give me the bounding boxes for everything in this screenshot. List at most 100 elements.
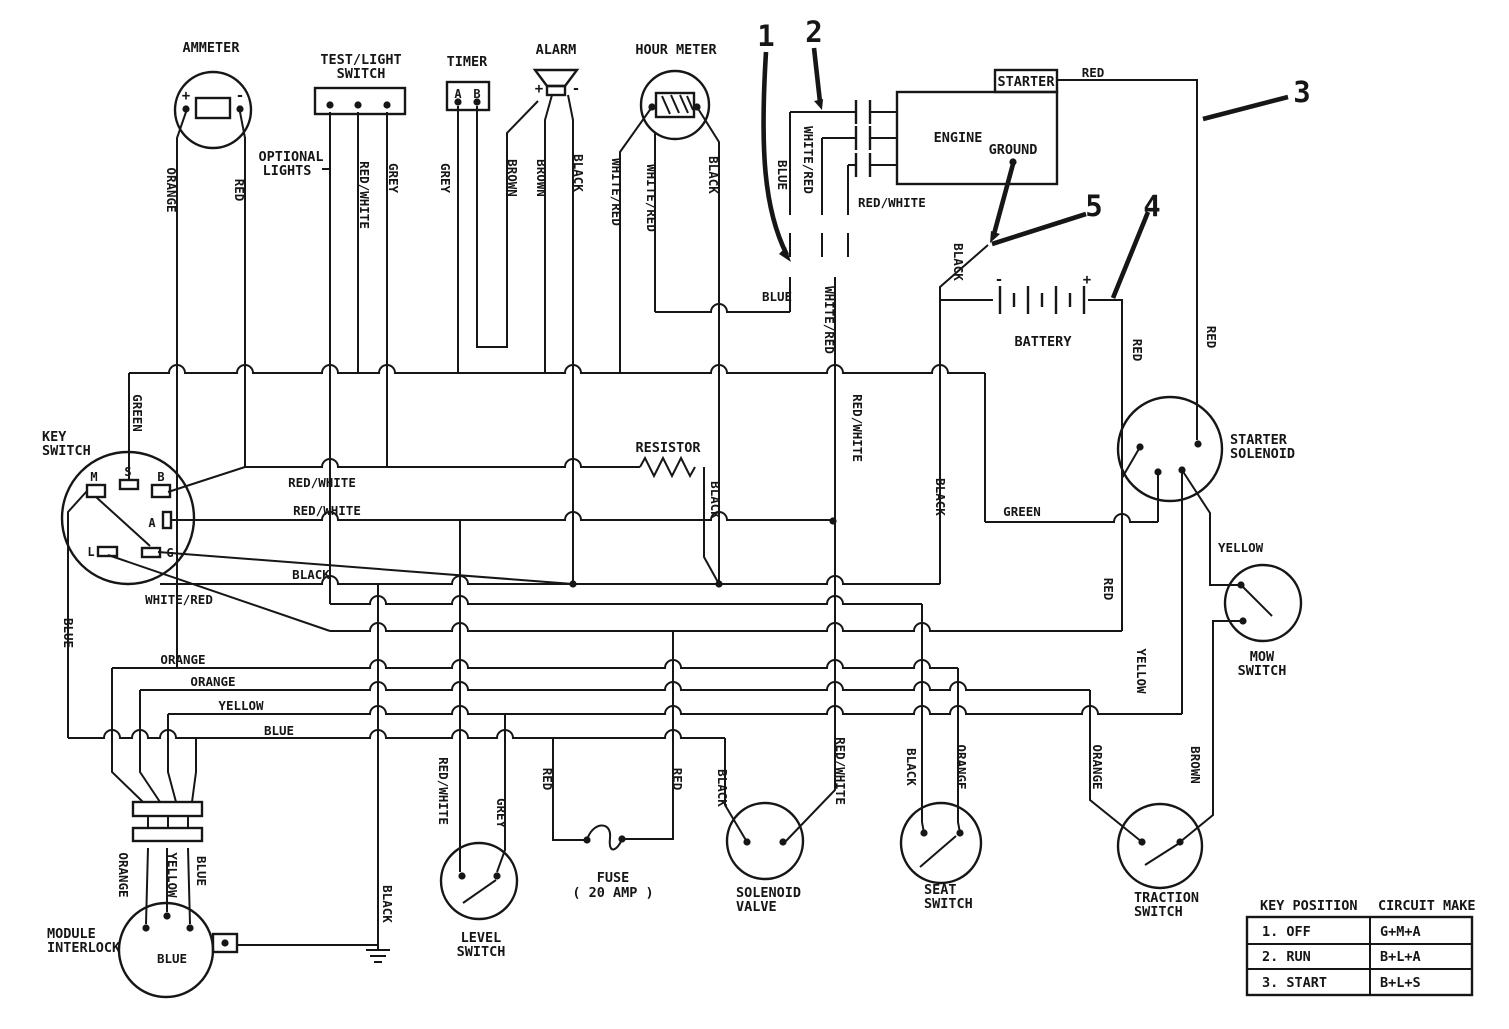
wire-label: BLUE [264,723,294,738]
wire-segment [168,705,1182,715]
resistor-symbol [639,455,696,479]
test-light-switch-symbol [313,86,407,116]
wire-segment [330,622,1122,632]
solenoid-valve-title: SOLENOID [736,885,801,901]
wire-label: BROWN [534,159,549,197]
key-terminal-g: G [166,546,173,560]
ammeter-title: AMMETER [183,40,241,56]
wire-segment [139,690,161,803]
table-col2-header: CIRCUIT MAKE [1378,898,1476,914]
terminal-dot [163,912,171,920]
level-switch-title: LEVEL [461,930,502,946]
wire-segment [619,106,653,373]
module-interlock-title: MODULE [47,926,96,942]
wire-label: GREEN [130,394,145,432]
callout-leaders [761,47,1289,299]
table-cell: B+L+A [1380,949,1421,965]
alarm-title: ALARM [536,42,577,58]
wire-segment [112,659,958,669]
wire-label: GREY [438,163,453,194]
wire-label: RED [1082,65,1105,80]
wire-label: BLUE [762,289,792,304]
terminal-dot [1176,838,1184,846]
terminal-dot [1138,838,1146,846]
wire-segment [191,738,197,803]
component-titles: AMMETER TEST/LIGHT SWITCH OPTIONAL LIGHT… [42,40,1295,960]
wire-segment [1088,299,1123,631]
terminal-dot [1239,617,1247,625]
wire-segment [167,714,177,803]
terminal-dot [1154,468,1162,476]
key-terminal-l: L [87,545,94,559]
optional-lights-label2: LIGHTS [263,163,312,179]
wire-segment [95,496,151,547]
terminal-dot [454,98,462,106]
level-switch-symbol [439,841,519,921]
timer-terminal-b: B [473,87,480,101]
wire-label: BLACK [715,769,730,807]
wire-segment [111,668,144,803]
terminal-dot [1237,581,1245,589]
terminal-dot [473,98,481,106]
ground-label: GROUND [989,142,1038,158]
wire-label: YELLOW [1134,648,1149,694]
mow-switch-title: MOW [1250,649,1275,665]
terminal-dot [1178,466,1186,474]
wire-label: RED/WHITE [357,161,372,229]
terminal-dot [956,829,964,837]
junction-dots [142,98,1247,947]
terminal-dot [569,580,577,588]
table-cell: 1. OFF [1262,924,1311,940]
wire-label: BLACK [933,478,948,516]
wire-segment [724,738,748,843]
wire-label: WHITE/RED [145,592,213,607]
terminal-dot [493,872,501,880]
terminal-dot [1194,440,1202,448]
wire-label: BLUE [157,951,187,966]
wire-segment [655,303,790,313]
terminal-dot [354,101,362,109]
terminal-dot [458,872,466,880]
wire-segment [67,490,88,738]
wiring [67,79,1243,946]
key-switch-symbol [60,450,196,586]
wire-labels: ORANGE RED RED/WHITE GREY GREY BROWN BRO… [61,65,1264,966]
terminal-dot [743,838,751,846]
terminal-dot [715,580,723,588]
seat-switch-symbol [899,801,983,885]
hour-meter-symbol [639,69,711,141]
wire-label: BLACK [904,748,919,786]
wire-segment [1181,469,1241,586]
wire-label: RED [1101,578,1116,601]
terminal-dot [1136,443,1144,451]
traction-switch-title2: SWITCH [1134,904,1183,920]
ammeter-symbol [173,70,253,150]
key-terminal-a: A [148,516,156,530]
terminal-dot [326,101,334,109]
wire-segment [496,714,506,873]
ground-symbol [366,945,390,963]
level-switch-title2: SWITCH [457,944,506,960]
wire-segment [1057,79,1198,440]
wire-label: ORANGE [190,674,235,689]
ammeter-minus: - [236,88,244,104]
battery-symbol [998,286,1086,314]
wire-segment [552,738,587,841]
wire-label: RED [670,768,685,791]
wire-label: WHITE/RED [801,126,816,194]
callout-5: 5 [1085,189,1102,223]
wire-label: WHITE/RED [644,164,659,232]
terminal-dot [221,939,229,947]
wire-segment [140,681,1090,691]
wire-segment [939,244,989,584]
starter-solenoid-title: STARTER [1230,432,1288,448]
wire-label: RED/WHITE [850,394,865,462]
alarm-symbol [532,68,580,97]
wire-segment [921,604,925,834]
battery-plus: + [1083,272,1091,288]
hour-meter-title: HOUR METER [635,42,717,58]
wire-label: BLUE [194,856,209,886]
module-interlock-symbol [117,800,239,999]
wire-segment [544,94,553,373]
